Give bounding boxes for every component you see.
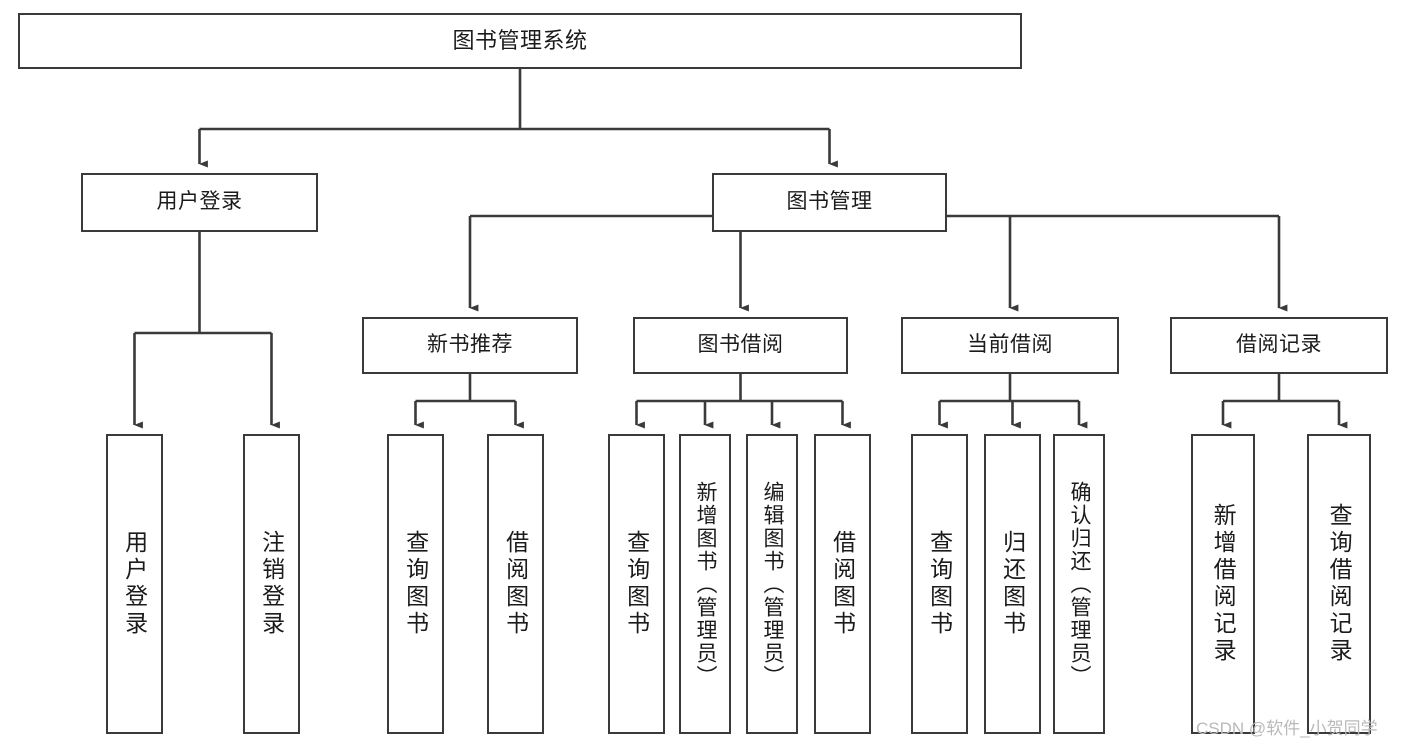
node-l-nb-query[interactable]: 查询图书 (387, 434, 444, 734)
node-label: 借阅记录 (1236, 333, 1322, 357)
node-bookmgmt[interactable]: 图书管理 (712, 173, 947, 232)
node-l-bw-edit[interactable]: 编辑图书（管理员） (746, 434, 798, 734)
node-label: 用户登录 (121, 530, 148, 638)
node-l-logout[interactable]: 注销登录 (243, 434, 300, 734)
node-label: 图书管理系统 (452, 28, 588, 54)
node-l-cb-return[interactable]: 归还图书 (984, 434, 1041, 734)
node-label: 归还图书 (999, 530, 1026, 638)
node-borrow[interactable]: 图书借阅 (633, 317, 848, 374)
node-label: 借阅图书 (502, 530, 529, 638)
node-label: 注销登录 (258, 530, 285, 638)
node-l-nb-borrow[interactable]: 借阅图书 (487, 434, 544, 734)
node-label: 查询图书 (402, 530, 429, 638)
node-newbook[interactable]: 新书推荐 (362, 317, 578, 374)
node-l-login[interactable]: 用户登录 (106, 434, 163, 734)
node-label: 图书借阅 (697, 333, 784, 357)
node-l-cb-query[interactable]: 查询图书 (911, 434, 968, 734)
node-label: 当前借阅 (967, 333, 1053, 357)
node-label: 新增借阅记录 (1210, 503, 1237, 665)
node-label: 用户登录 (156, 190, 243, 214)
node-label: 新增图书（管理员） (694, 480, 718, 688)
node-label: 借阅图书 (829, 530, 856, 638)
node-label: 查询借阅记录 (1326, 503, 1353, 665)
node-current[interactable]: 当前借阅 (901, 317, 1119, 374)
node-l-cb-confirm[interactable]: 确认归还（管理员） (1053, 434, 1105, 734)
node-label: 编辑图书（管理员） (761, 480, 785, 688)
node-root[interactable]: 图书管理系统 (18, 13, 1022, 69)
node-records[interactable]: 借阅记录 (1170, 317, 1388, 374)
csdn-watermark: CSDN @软件_小贺同学 (1196, 719, 1378, 738)
node-l-bw-query[interactable]: 查询图书 (608, 434, 665, 734)
node-label: 确认归还（管理员） (1068, 480, 1092, 688)
node-l-rc-query[interactable]: 查询借阅记录 (1307, 434, 1371, 734)
node-login[interactable]: 用户登录 (81, 173, 318, 232)
node-label: 查询图书 (623, 530, 650, 638)
node-l-bw-borrow[interactable]: 借阅图书 (814, 434, 871, 734)
node-l-rc-add[interactable]: 新增借阅记录 (1191, 434, 1255, 734)
node-label: 查询图书 (926, 530, 953, 638)
node-label: 图书管理 (786, 190, 873, 214)
node-l-bw-add[interactable]: 新增图书（管理员） (679, 434, 731, 734)
node-label: 新书推荐 (427, 333, 513, 357)
